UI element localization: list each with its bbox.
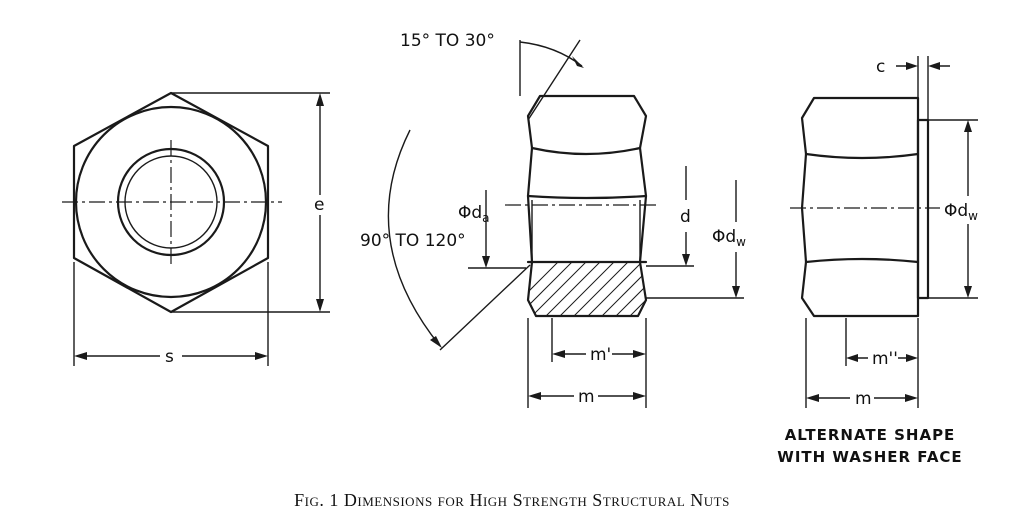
angle-top-arrow — [572, 56, 584, 68]
dw-arrow — [732, 286, 740, 298]
s-arrow-right — [255, 352, 268, 360]
phi-dw-right-label: Φdw — [944, 201, 978, 223]
m-right-arrow-left — [806, 394, 819, 402]
s-arrow-left — [74, 352, 87, 360]
m-prime-label: m' — [590, 345, 611, 365]
washer-outline — [800, 96, 920, 318]
note-line-2: WITH WASHER FACE — [777, 448, 962, 466]
m-arrow-left — [528, 392, 541, 400]
d-arrow — [682, 254, 690, 266]
dw-right-arrow-bottom — [964, 286, 972, 298]
section-hatching — [528, 262, 646, 316]
e-label: e — [314, 195, 324, 215]
m-prime-arrow-right — [633, 350, 646, 358]
c-label: c — [876, 57, 885, 77]
e-arrow-top — [316, 93, 324, 106]
washer-face-view: c Φdw m'' m ALTERNATE SHAPE WITH WASHER … — [777, 56, 978, 466]
chamfer-angle-line — [527, 39, 581, 121]
m-right-arrow-right — [905, 394, 918, 402]
bearing-angle-line — [439, 264, 531, 351]
nut-side-view: 15° TO 30° 90° TO 120° Φda d Φdw m' — [360, 31, 746, 408]
c-arrow-right — [928, 62, 940, 70]
angle-top-label: 15° TO 30° — [400, 31, 495, 51]
washer-chamfer-2 — [804, 257, 920, 264]
chamfer-arc-1 — [530, 146, 642, 156]
m-arrow-right — [633, 392, 646, 400]
m-double-prime-label: m'' — [872, 349, 898, 369]
side-outline — [526, 94, 648, 318]
m-prime-arrow-left — [552, 350, 565, 358]
da-arrow — [482, 256, 490, 268]
angle-arc-left — [387, 129, 441, 347]
m-right-label: m — [855, 389, 872, 409]
angle-left-label: 90° TO 120° — [360, 231, 466, 251]
washer-face — [916, 118, 930, 300]
m-label: m — [578, 387, 595, 407]
s-label: s — [165, 347, 174, 367]
m-dprime-arrow-right — [906, 354, 918, 362]
washer-chamfer-1 — [804, 152, 920, 160]
note-line-1: ALTERNATE SHAPE — [785, 426, 956, 444]
m-dprime-arrow-left — [846, 354, 858, 362]
angle-left-arrow — [430, 336, 442, 348]
figure-caption: Fig. 1 Dimensions for High Strength Stru… — [294, 490, 730, 510]
phi-da-label: Φda — [458, 203, 490, 225]
d-label: d — [680, 207, 691, 227]
c-arrow-left — [906, 62, 918, 70]
angle-arc-top — [519, 41, 583, 67]
phi-dw-label: Φdw — [712, 227, 746, 249]
hex-top-view: e s — [62, 91, 330, 367]
dw-right-arrow-top — [964, 120, 972, 132]
e-arrow-bottom — [316, 299, 324, 312]
face-line — [526, 194, 648, 200]
